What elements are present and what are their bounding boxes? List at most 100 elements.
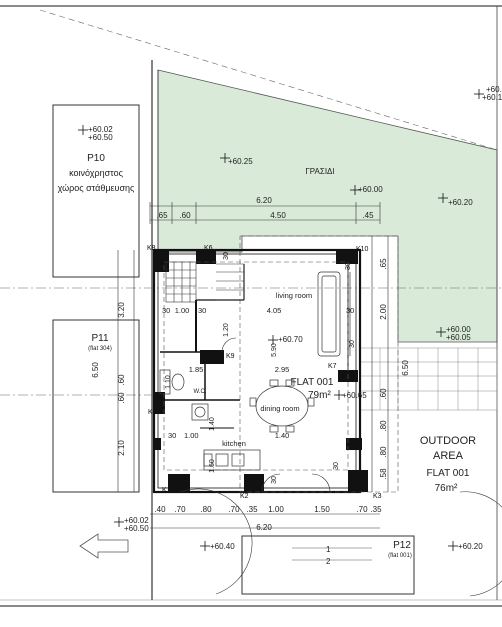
p10-title: P10: [87, 153, 105, 164]
dim-right-f: .58: [379, 468, 388, 480]
level-mark: [114, 517, 124, 527]
p10-level-b: +60.50: [88, 133, 113, 142]
right-level-a: +60.00: [446, 325, 471, 334]
dim-int-g: 1.20: [223, 323, 230, 337]
p11-sub: (flat 304): [88, 346, 112, 352]
p10-line1: κοινόχρηστος: [69, 168, 123, 178]
living-room-label: living room: [276, 291, 312, 300]
column-k6: K6: [204, 245, 213, 252]
p12-title: P12: [393, 540, 411, 551]
dim-int-k: 2.95: [275, 365, 290, 374]
outdoor-paving: [359, 347, 498, 411]
column-k2: K2: [240, 493, 249, 500]
dim-int-p: 1.40: [275, 431, 290, 440]
outdoor-line3: FLAT 001: [427, 468, 470, 479]
dim-int-e: 30: [198, 306, 206, 315]
grass-level-a: +60.25: [228, 157, 253, 166]
dim-right-d: .80: [379, 420, 388, 432]
dim-int-i: 1.10: [165, 375, 172, 389]
bottom-level-a: +60.02: [124, 516, 149, 525]
level-mark: [436, 327, 446, 337]
parking-p10: [52, 104, 140, 278]
dim-top-total: 6.20: [256, 196, 272, 205]
grass-level-c: +60.20: [448, 198, 473, 207]
dim-bottom-c: .80: [200, 505, 212, 514]
dim-right-a: .65: [379, 258, 388, 270]
p11-title: P11: [91, 333, 108, 344]
outdoor-line4: 76m²: [435, 483, 458, 494]
level-mark: [438, 193, 448, 203]
dim-bottom-f: 1.00: [268, 505, 284, 514]
dim-bottom-e: .35: [246, 505, 258, 514]
dim-top-d: .45: [362, 211, 374, 220]
grass-level-b: +60.00: [358, 185, 383, 194]
flat-title: FLAT 001: [291, 377, 334, 388]
entry-arrow: [79, 533, 129, 559]
staircase: [165, 261, 245, 303]
level-mark: [448, 541, 458, 551]
column-k3: K3: [373, 493, 382, 500]
outdoor-line2: AREA: [433, 450, 464, 462]
column-k1: K1: [162, 487, 171, 494]
bottom-level-c: +60.40: [210, 542, 235, 551]
dining-table: [249, 379, 315, 433]
p10-line2: χώρος στάθμευσης: [58, 183, 135, 193]
dim-left-a: 3.20: [117, 302, 126, 318]
dim-int-s: 30: [349, 340, 356, 348]
dim-top-a: .65: [156, 211, 168, 220]
dim-int-h: 1.85: [189, 365, 204, 374]
right-level-b: +60.05: [446, 333, 471, 342]
dim-right-c: .60: [379, 388, 388, 400]
column-k4: K4: [148, 409, 157, 416]
dim-int-f: 30: [346, 306, 354, 315]
level-mark: [200, 541, 210, 551]
dim-int-a: 30: [223, 252, 230, 260]
sofa: [317, 271, 341, 357]
level-mark: [220, 153, 230, 163]
bottom-level-b: +60.50: [124, 524, 149, 533]
level-mark: [474, 89, 484, 99]
dim-right-e: .80: [379, 446, 388, 458]
dim-right-g: 6.50: [401, 360, 410, 376]
dining-room-label: dining room: [260, 404, 299, 413]
column-k8: K8: [147, 245, 156, 252]
wc-label: W.C.: [194, 389, 207, 395]
dim-top-c: 4.50: [270, 211, 286, 220]
grass-level-top2: +60.1: [482, 93, 502, 102]
level-mark: [334, 390, 344, 400]
dim-int-d: 4.05: [267, 306, 282, 315]
stair-label-1: 1: [326, 545, 331, 554]
dim-int-j: 5.90: [271, 343, 278, 357]
bottom-level-d: +60.20: [458, 542, 483, 551]
dim-left-e: .60: [117, 392, 126, 404]
entry-level: +60.65: [342, 391, 367, 400]
interior-level: +60.70: [278, 335, 303, 344]
level-mark: [350, 185, 360, 195]
dim-int-m: 30: [168, 431, 176, 440]
grass-label: ΓΡΑΣΙΔΙ: [305, 167, 334, 176]
stair-label-2: 2: [326, 557, 331, 566]
p10-level-a: +60.02: [88, 125, 113, 134]
dim-bottom-g: 1.50: [314, 505, 330, 514]
dim-bottom-total: 6.20: [256, 523, 272, 532]
kitchen-label: kitchen: [222, 439, 246, 448]
wc-fixtures: [159, 369, 209, 421]
dim-right-b: 2.00: [379, 304, 388, 320]
building-walls: [152, 248, 368, 494]
dim-left-b: 6.50: [91, 362, 100, 378]
level-mark: [268, 335, 278, 345]
level-mark: [78, 125, 88, 135]
dim-bottom-a: .40: [154, 505, 166, 514]
outdoor-line1: OUTDOOR: [420, 435, 476, 447]
flat-area: 79m²: [308, 390, 331, 401]
dim-bottom-b: .70: [174, 505, 186, 514]
dim-int-r: 30: [271, 476, 278, 484]
dim-int-n: 1.00: [184, 431, 199, 440]
parking-p12: [241, 535, 415, 595]
dim-bottom-h: .70: [356, 505, 368, 514]
column-k7: K7: [328, 363, 337, 370]
dim-top-b: .60: [179, 211, 191, 220]
dim-int-t: 30: [345, 262, 352, 270]
parking-p11: [52, 319, 140, 493]
